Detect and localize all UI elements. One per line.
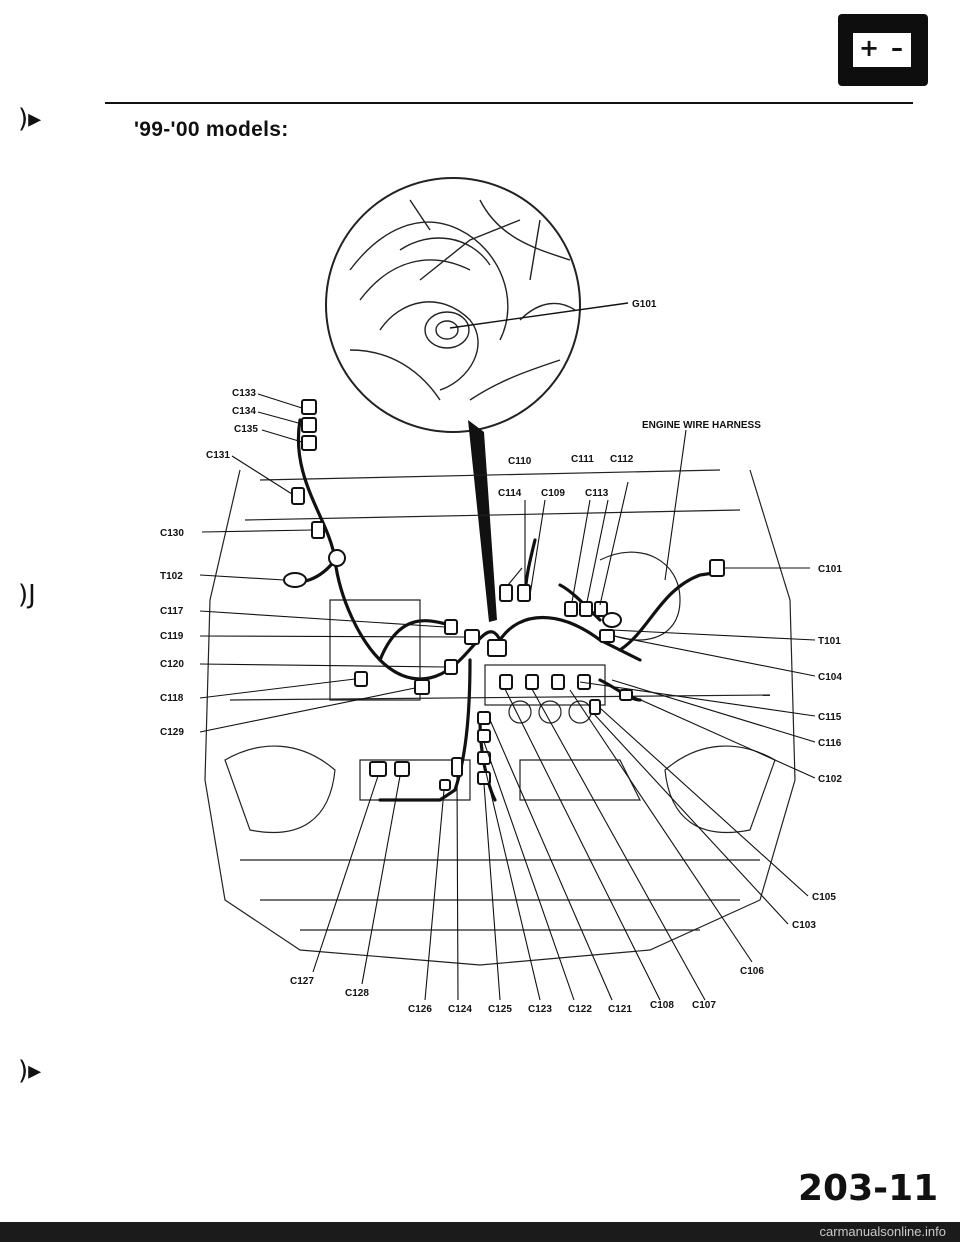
label-c121: C121 [608, 1004, 632, 1015]
label-c122: C122 [568, 1004, 592, 1015]
detail-pointer [468, 420, 497, 622]
label-engine-wire-harness: ENGINE WIRE HARNESS [642, 420, 761, 431]
label-c111: C111 [571, 454, 594, 465]
battery-icon-face: + – [850, 30, 914, 70]
binding-mark-top: )▸ [18, 104, 42, 134]
label-c131: C131 [206, 450, 230, 461]
label-c118: C118 [160, 693, 184, 704]
label-c126: C126 [408, 1004, 432, 1015]
label-c116: C116 [818, 738, 842, 749]
label-g101: G101 [632, 299, 657, 310]
label-c114: C114 [498, 488, 522, 499]
label-c115: C115 [818, 712, 842, 723]
footer-bar [0, 1222, 960, 1242]
battery-minus-sign: – [891, 34, 903, 62]
label-c106: C106 [740, 966, 764, 977]
label-c119: C119 [160, 631, 184, 642]
label-c123: C123 [528, 1004, 552, 1015]
label-c120: C120 [160, 659, 184, 670]
label-c108: C108 [650, 1000, 674, 1011]
watermark: carmanualsonline.info [819, 1224, 946, 1239]
label-c102: C102 [818, 774, 842, 785]
label-c134: C134 [232, 406, 256, 417]
label-c110: C110 [508, 456, 532, 467]
label-c127: C127 [290, 976, 314, 987]
vehicle-body-outline [204, 469, 796, 966]
label-c135: C135 [234, 424, 258, 435]
battery-plus-sign: + [859, 34, 880, 62]
label-c125: C125 [488, 1004, 512, 1015]
label-c112: C112 [610, 454, 634, 465]
label-c129: C129 [160, 727, 184, 738]
page-title: '99-'00 models: [134, 118, 289, 141]
label-t102: T102 [160, 571, 183, 582]
header-rule [105, 102, 913, 104]
battery-icon: + – [838, 14, 928, 86]
harness-wires [288, 418, 722, 802]
label-t101: T101 [818, 636, 841, 647]
binding-mark-middle: )J [18, 580, 36, 610]
label-c103: C103 [792, 920, 816, 931]
label-c130: C130 [160, 528, 184, 539]
connector-symbols [283, 399, 725, 791]
label-c128: C128 [345, 988, 369, 999]
label-c117: C117 [160, 606, 184, 617]
leader-lines [199, 393, 816, 1001]
label-c113: C113 [585, 488, 609, 499]
label-c109: C109 [541, 488, 565, 499]
page-number: 203-11 [798, 1168, 939, 1209]
callout-labels: G101 ENGINE WIRE HARNESS C133 C134 C135 … [160, 299, 842, 1015]
label-c124: C124 [448, 1004, 472, 1015]
leader-g101 [449, 302, 629, 329]
label-c101: C101 [818, 564, 842, 575]
label-c133: C133 [232, 388, 256, 399]
label-c105: C105 [812, 892, 836, 903]
binding-mark-bottom: )▸ [18, 1056, 42, 1086]
detail-circle [325, 177, 581, 433]
label-c107: C107 [692, 1000, 716, 1011]
label-c104: C104 [818, 672, 842, 683]
